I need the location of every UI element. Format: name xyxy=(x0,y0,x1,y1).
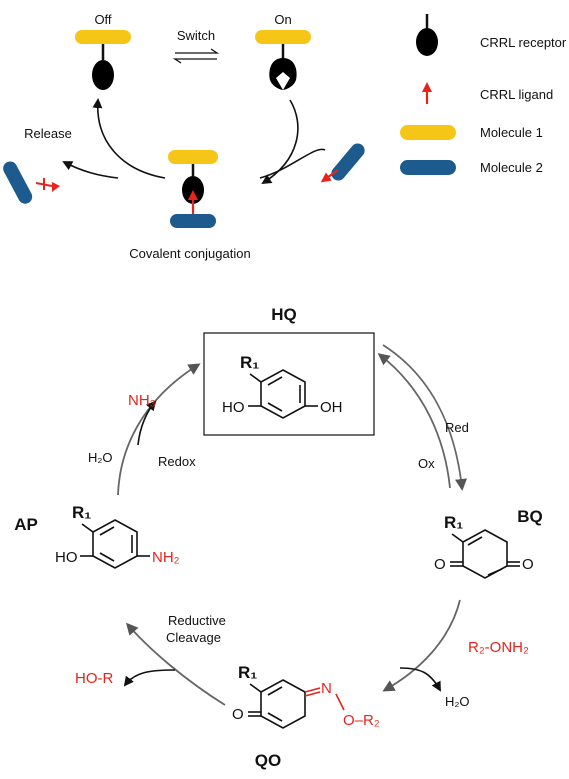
arrow-hor-out xyxy=(123,669,176,687)
h2o-label: H₂O xyxy=(88,450,113,465)
ox-label: Ox xyxy=(418,456,435,471)
qo-r1: R₁ xyxy=(238,663,257,682)
h2o-right-label: H₂O xyxy=(445,694,470,709)
ap-structure xyxy=(80,519,150,569)
legend-molecule2: Molecule 2 xyxy=(480,160,543,175)
molecule2-conj xyxy=(170,214,216,228)
hor-label: HO-R xyxy=(75,670,113,687)
release-label: Release xyxy=(24,126,72,141)
ap-r1: R₁ xyxy=(72,503,91,522)
molecule1-conj xyxy=(168,150,218,164)
hq-r1: R₁ xyxy=(240,353,259,372)
hq-oh: OH xyxy=(320,399,343,416)
r2onh2-label: R₂-ONH₂ xyxy=(468,639,529,656)
nh3-label: NH₃ xyxy=(128,392,156,409)
qo-or2: O–R₂ xyxy=(343,712,380,729)
molecule2-incoming xyxy=(331,143,365,181)
molecule2-released xyxy=(3,161,33,204)
hq-structure xyxy=(248,369,318,419)
legend: CRRL receptor CRRL ligand Molecule 1 Mol… xyxy=(400,14,567,175)
legend-receptor-icon xyxy=(416,28,438,56)
arrow-qo-to-ap xyxy=(126,622,226,706)
receptor-off-icon xyxy=(92,60,114,90)
arrow-ap-to-hq xyxy=(117,363,201,496)
off-label: Off xyxy=(94,12,111,27)
red-label: Red xyxy=(445,420,469,435)
arrow-incoming xyxy=(259,148,326,179)
bq-r1: R₁ xyxy=(444,513,463,532)
cleavage-label: Cleavage xyxy=(166,630,221,645)
ap-ho: HO xyxy=(55,549,78,566)
hq-box xyxy=(203,332,375,436)
arrow-release xyxy=(62,161,119,179)
legend-ligand: CRRL ligand xyxy=(480,87,553,102)
bq-o-left: O xyxy=(434,556,446,573)
conjugation-label: Covalent conjugation xyxy=(129,246,250,261)
legend-molecule1: Molecule 1 xyxy=(480,125,543,140)
hq-ho: HO xyxy=(222,399,245,416)
legend-receptor: CRRL receptor xyxy=(480,35,567,50)
qo-n: N xyxy=(321,680,332,697)
legend-molecule2-swatch xyxy=(400,160,456,175)
arrow-red xyxy=(377,353,451,489)
molecule1-off xyxy=(75,30,131,44)
arrow-ox xyxy=(382,344,467,491)
qo-structure xyxy=(248,679,345,729)
bq-structure xyxy=(450,529,520,579)
arrow-conj-to-off xyxy=(92,98,166,179)
qo-label: QO xyxy=(255,751,281,770)
qo-o: O xyxy=(232,706,244,723)
bq-label: BQ xyxy=(517,507,543,526)
hq-label: HQ xyxy=(271,305,297,324)
receptor-on-icon xyxy=(269,58,297,90)
released-ligand-icon xyxy=(35,178,60,192)
switch-label: Switch xyxy=(177,28,215,43)
ap-nh2: NH₂ xyxy=(152,549,180,566)
bq-o-right: O xyxy=(522,556,534,573)
arrow-bq-to-qo xyxy=(382,599,461,692)
reductive-label: Reductive xyxy=(168,613,226,628)
switch-equilibrium-icon xyxy=(172,48,220,64)
ligand-incoming-icon xyxy=(320,169,339,183)
arrow-h2o-out xyxy=(399,667,441,692)
legend-molecule1-swatch xyxy=(400,125,456,140)
arrow-on-to-conj xyxy=(261,99,299,185)
redox-label: Redox xyxy=(158,454,196,469)
arrow-nh3-out xyxy=(137,400,157,446)
ap-label: AP xyxy=(14,515,38,534)
on-label: On xyxy=(274,12,291,27)
molecule1-on xyxy=(255,30,311,44)
